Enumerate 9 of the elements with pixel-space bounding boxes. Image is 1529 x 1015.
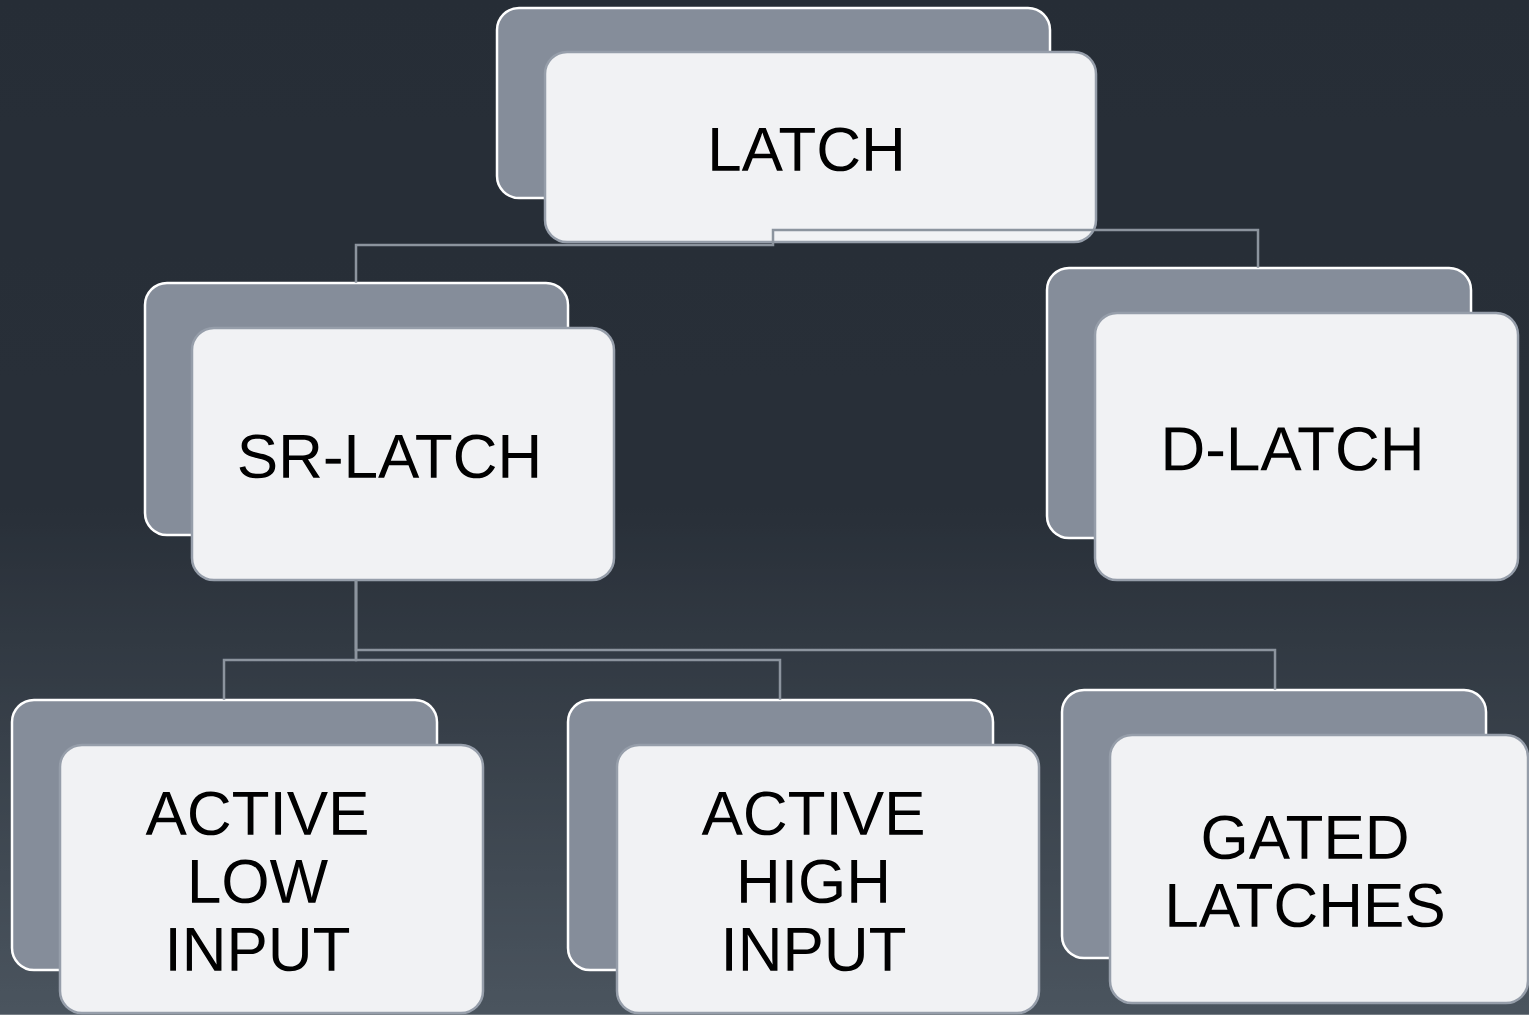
hierarchy-box: ACTIVE LOW INPUT xyxy=(10,698,485,1015)
hierarchy-box: GATED LATCHES xyxy=(1060,688,1529,1005)
connector-line xyxy=(771,228,1260,268)
hierarchy-box: ACTIVE HIGH INPUT xyxy=(566,698,1041,1015)
hierarchy-box: SR-LATCH xyxy=(143,281,616,582)
hierarchy-box: D-LATCH xyxy=(1045,266,1520,582)
connector-line xyxy=(354,580,1277,690)
hierarchy-box: LATCH xyxy=(495,6,1098,244)
connector-line xyxy=(354,241,775,283)
